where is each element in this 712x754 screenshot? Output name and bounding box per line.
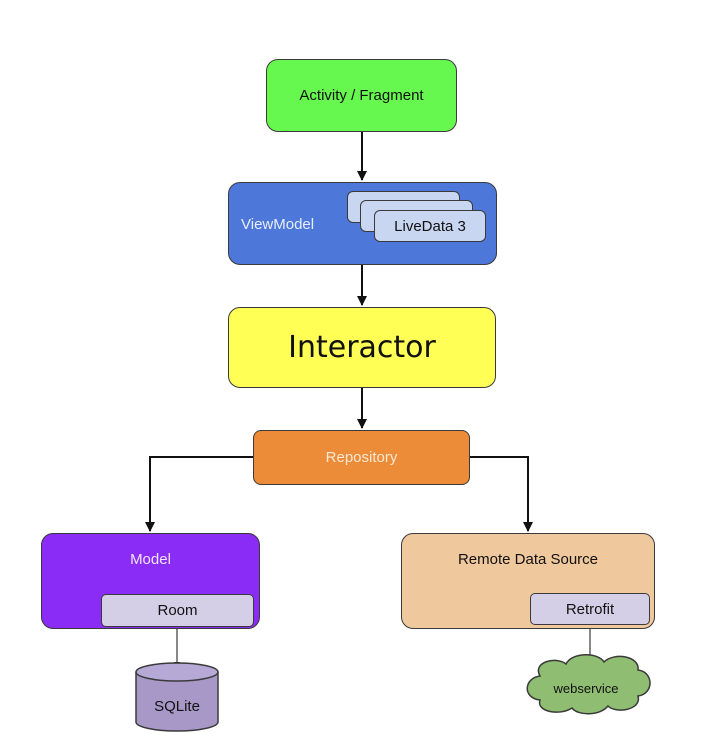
retrofit-label: Retrofit — [565, 600, 615, 618]
room-label: Room — [157, 602, 198, 619]
interactor-label: Interactor — [288, 330, 436, 365]
retrofit-node: Retrofit — [530, 593, 650, 625]
room-node: Room — [101, 594, 254, 627]
viewmodel-label: ViewModel — [241, 216, 315, 233]
model-node: Model Room — [41, 533, 260, 629]
sqlite-cylinder: SQLite — [135, 662, 219, 732]
remote-data-source-label: Remote Data Source — [457, 551, 599, 568]
webservice-label: webservice — [552, 681, 618, 696]
repository-label: Repository — [325, 449, 398, 466]
viewmodel-node: ViewModel LiveData 3 — [228, 182, 497, 265]
remote-data-source-node: Remote Data Source Retrofit — [401, 533, 655, 629]
arrow-repository-model — [145, 456, 253, 532]
activity-fragment-node: Activity / Fragment — [266, 59, 457, 132]
webservice-cloud: webservice — [526, 654, 651, 715]
interactor-node: Interactor — [228, 307, 496, 388]
model-label: Model — [130, 551, 171, 568]
activity-fragment-label: Activity / Fragment — [299, 87, 424, 104]
arrow-repository-remote — [470, 456, 533, 532]
livedata-card-front: LiveData 3 — [374, 210, 486, 242]
repository-node: Repository — [253, 430, 470, 485]
livedata-label: LiveData 3 — [394, 217, 466, 235]
sqlite-label: SQLite — [154, 698, 200, 715]
